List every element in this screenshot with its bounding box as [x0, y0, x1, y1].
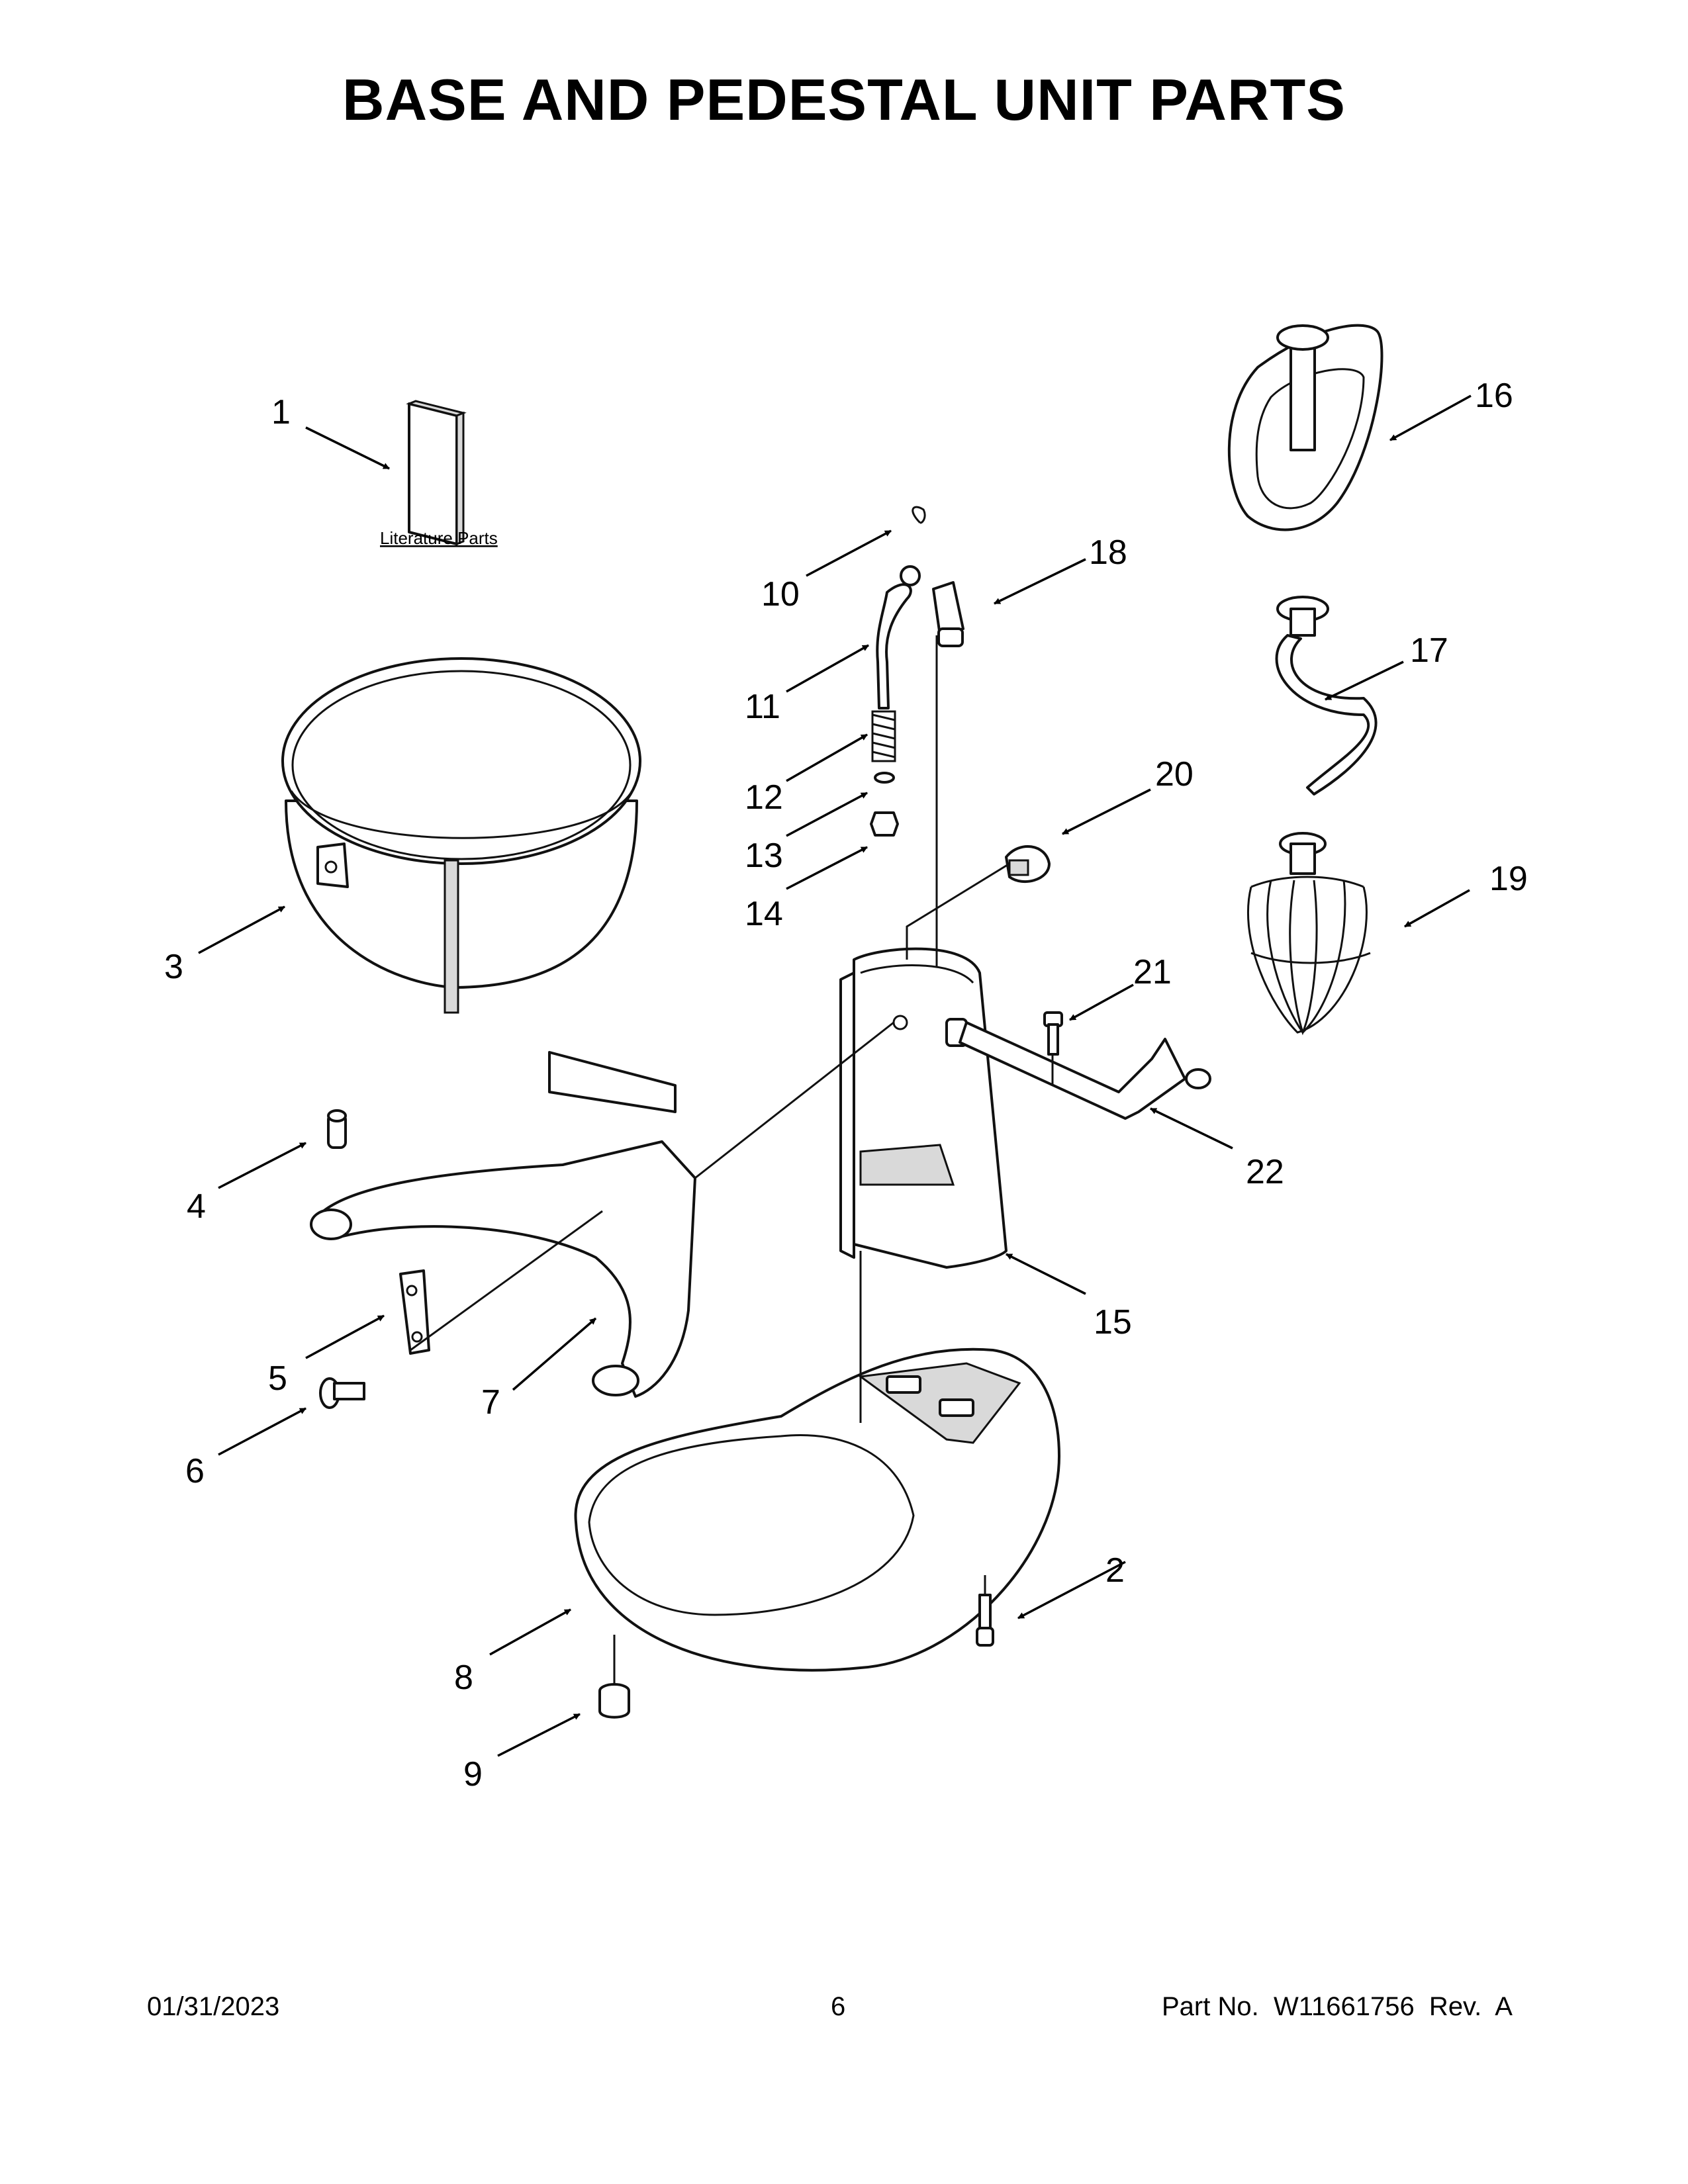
callout-6: 6: [185, 1452, 205, 1490]
locking-lever[interactable]: [932, 581, 964, 647]
base[interactable]: [574, 1347, 1060, 1672]
callout-17: 17: [1410, 631, 1448, 670]
wire-whip[interactable]: [1247, 832, 1371, 1036]
base-screw[interactable]: [976, 1594, 994, 1647]
mixing-bowl[interactable]: [281, 657, 641, 1014]
rubber-foot[interactable]: [598, 1683, 630, 1719]
knob[interactable]: [1005, 845, 1051, 884]
callout-7: 7: [481, 1383, 500, 1422]
callout-15: 15: [1094, 1303, 1132, 1342]
nut[interactable]: [870, 811, 899, 837]
callout-labels: 1 2 3 4 5 6 7 8 9 10 11 12 13 14 15 16 1…: [164, 377, 1528, 1794]
footer-date: 01/31/2023: [147, 1992, 280, 2021]
clamp-pin[interactable]: [327, 1109, 347, 1149]
callout-8: 8: [454, 1659, 473, 1697]
crank-handle[interactable]: [959, 1021, 1211, 1120]
crank-screw[interactable]: [1043, 1011, 1063, 1056]
bowl-support-arm[interactable]: [310, 1051, 696, 1398]
assembly-lines: [410, 635, 1054, 1684]
callout-4: 4: [187, 1187, 206, 1226]
bracket[interactable]: [399, 1269, 430, 1355]
callout-11: 11: [745, 688, 780, 726]
callout-18: 18: [1089, 533, 1127, 572]
lever-rod[interactable]: [876, 565, 921, 709]
washer[interactable]: [874, 772, 895, 784]
screw[interactable]: [319, 1377, 365, 1409]
page-title: BASE AND PEDESTAL UNIT PARTS: [342, 67, 1346, 132]
callout-12: 12: [745, 778, 783, 817]
footer-part-number: Part No. W11661756 Rev. A: [1162, 1992, 1513, 2021]
flat-beater[interactable]: [1227, 324, 1383, 531]
callout-13: 13: [745, 837, 783, 875]
callout-14: 14: [745, 895, 783, 933]
literature-parts-label: Literature Parts: [380, 528, 498, 548]
leader-lines: [198, 394, 1472, 1757]
callout-19: 19: [1489, 860, 1528, 898]
dough-hook[interactable]: [1275, 596, 1378, 796]
callout-20: 20: [1155, 755, 1194, 794]
callout-9: 9: [463, 1755, 483, 1794]
callout-2: 2: [1105, 1551, 1125, 1590]
footer-page-number: 6: [831, 1992, 846, 2021]
retaining-clip[interactable]: [912, 506, 926, 524]
spring[interactable]: [871, 710, 896, 762]
callout-22: 22: [1246, 1153, 1284, 1191]
callout-3: 3: [164, 948, 183, 986]
callout-16: 16: [1475, 377, 1513, 415]
callout-10: 10: [761, 575, 800, 614]
callout-21: 21: [1133, 953, 1172, 991]
literature-parts[interactable]: Literature Parts: [380, 400, 498, 548]
callout-1: 1: [271, 393, 291, 432]
callout-5: 5: [268, 1359, 287, 1398]
pedestal-column[interactable]: [839, 947, 1008, 1269]
